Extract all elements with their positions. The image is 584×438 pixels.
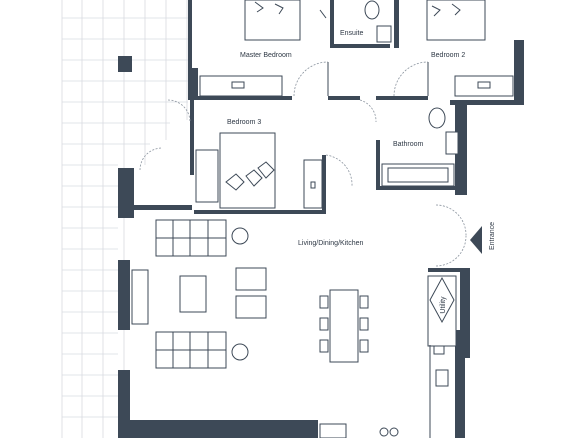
ensuite-fixtures: [319, 0, 392, 43]
walls: [118, 0, 524, 438]
living-furniture: [131, 219, 399, 438]
entrance-arrow-icon: [470, 226, 482, 254]
label-utility: Utility: [440, 296, 447, 314]
bedroom2-fixtures: [426, 0, 514, 97]
label-living: Living/Dining/Kitchen: [298, 240, 363, 247]
bathroom-fixtures: [381, 107, 459, 187]
kitchen-utility: [427, 275, 457, 438]
label-entrance: Entrance: [489, 222, 496, 250]
label-master-bedroom: Master Bedroom: [240, 52, 292, 59]
label-bedroom-2: Bedroom 2: [431, 52, 465, 59]
bedroom3-fixtures: [195, 132, 323, 209]
label-bedroom-3: Bedroom 3: [227, 119, 261, 126]
label-ensuite: Ensuite: [340, 30, 363, 37]
doors: [139, 61, 467, 267]
terrace-grid: [61, 0, 188, 438]
terrace-column: [118, 56, 132, 72]
master-bed: [199, 0, 301, 97]
label-bathroom: Bathroom: [393, 141, 424, 148]
